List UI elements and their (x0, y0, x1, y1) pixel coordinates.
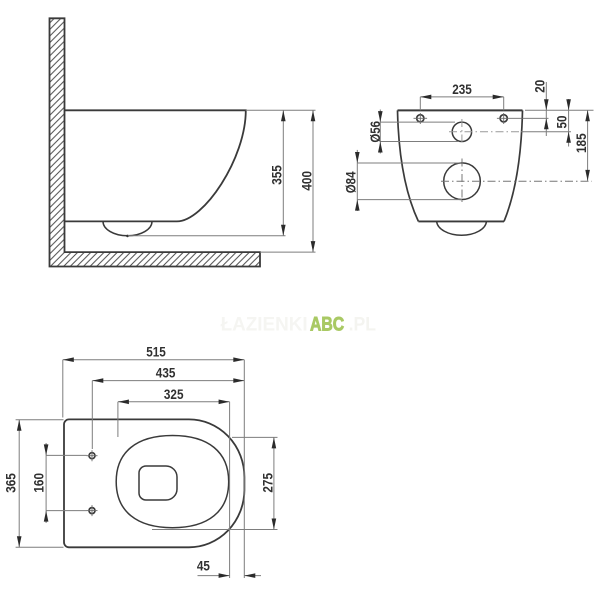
svg-text:235: 235 (452, 82, 472, 97)
svg-text:185: 185 (574, 133, 589, 153)
svg-text:45: 45 (197, 559, 210, 574)
svg-text:.PL: .PL (349, 313, 377, 335)
svg-text:355: 355 (270, 165, 285, 185)
svg-text:Ø84: Ø84 (344, 171, 359, 193)
svg-text:400: 400 (300, 171, 315, 191)
svg-text:ABC: ABC (310, 313, 344, 335)
svg-text:515: 515 (146, 345, 166, 360)
svg-text:435: 435 (156, 366, 176, 381)
svg-text:ŁAZIENKI: ŁAZIENKI (221, 313, 308, 335)
svg-text:Ø56: Ø56 (368, 121, 383, 143)
svg-text:50: 50 (555, 116, 570, 129)
svg-text:365: 365 (4, 473, 19, 493)
svg-text:325: 325 (164, 387, 184, 402)
svg-text:20: 20 (533, 80, 548, 93)
svg-text:160: 160 (32, 473, 47, 493)
svg-text:275: 275 (260, 473, 275, 493)
